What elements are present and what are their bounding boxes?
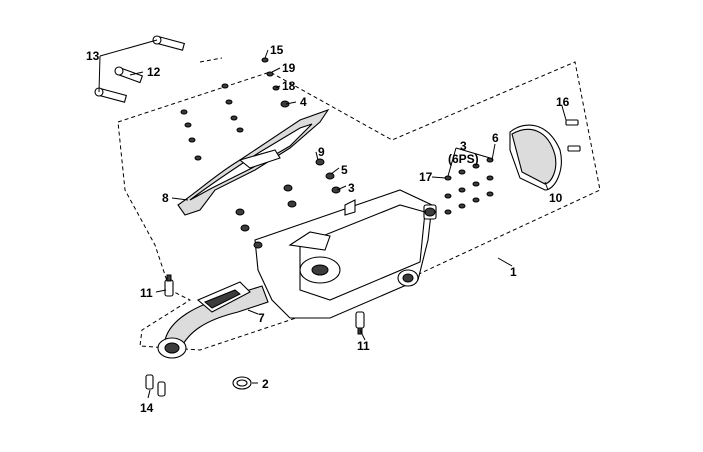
callout-19: 19 bbox=[282, 61, 296, 75]
callout-9: 9 bbox=[318, 145, 325, 159]
callout-2: 2 bbox=[262, 377, 269, 391]
exhaust-pipe bbox=[157, 281, 269, 359]
assembly-outline bbox=[117, 61, 601, 351]
fastener-stack-right bbox=[261, 57, 341, 208]
callout-15: 15 bbox=[270, 43, 284, 57]
bolt-12 bbox=[114, 66, 144, 84]
fastener-stack-left bbox=[180, 109, 202, 161]
fastener-stack-center bbox=[221, 83, 263, 249]
callout-11b: 11 bbox=[357, 339, 370, 353]
callout-12: 12 bbox=[147, 65, 161, 79]
callout-14: 14 bbox=[140, 401, 154, 415]
callout-7: 7 bbox=[258, 311, 265, 325]
fastener-stack-endcap bbox=[444, 119, 581, 215]
callout-5: 5 bbox=[341, 163, 348, 177]
callout-16: 16 bbox=[556, 95, 570, 109]
heat-shield-outline bbox=[199, 57, 223, 63]
callout-8: 8 bbox=[162, 191, 169, 205]
callout-4: 4 bbox=[300, 95, 307, 109]
callout-11a: 11 bbox=[140, 286, 153, 300]
callout-18: 18 bbox=[282, 79, 296, 93]
leader-lines bbox=[98, 39, 567, 399]
callout-6: 6 bbox=[492, 131, 499, 145]
callout-17: 17 bbox=[419, 170, 433, 184]
muffler-body bbox=[254, 189, 437, 319]
callout-13: 13 bbox=[86, 49, 100, 63]
callout-3: 3 bbox=[348, 181, 355, 195]
sensor-11a bbox=[164, 274, 174, 297]
heat-shield bbox=[177, 108, 330, 216]
callout-1: 1 bbox=[510, 265, 517, 279]
studs-14 bbox=[145, 374, 166, 397]
end-cap bbox=[509, 124, 562, 191]
callout-3-quantity: (6PS) bbox=[448, 152, 479, 166]
callout-3-endcap: 3 bbox=[460, 139, 467, 153]
bolts-13 bbox=[94, 35, 186, 103]
callout-10: 10 bbox=[549, 191, 563, 205]
